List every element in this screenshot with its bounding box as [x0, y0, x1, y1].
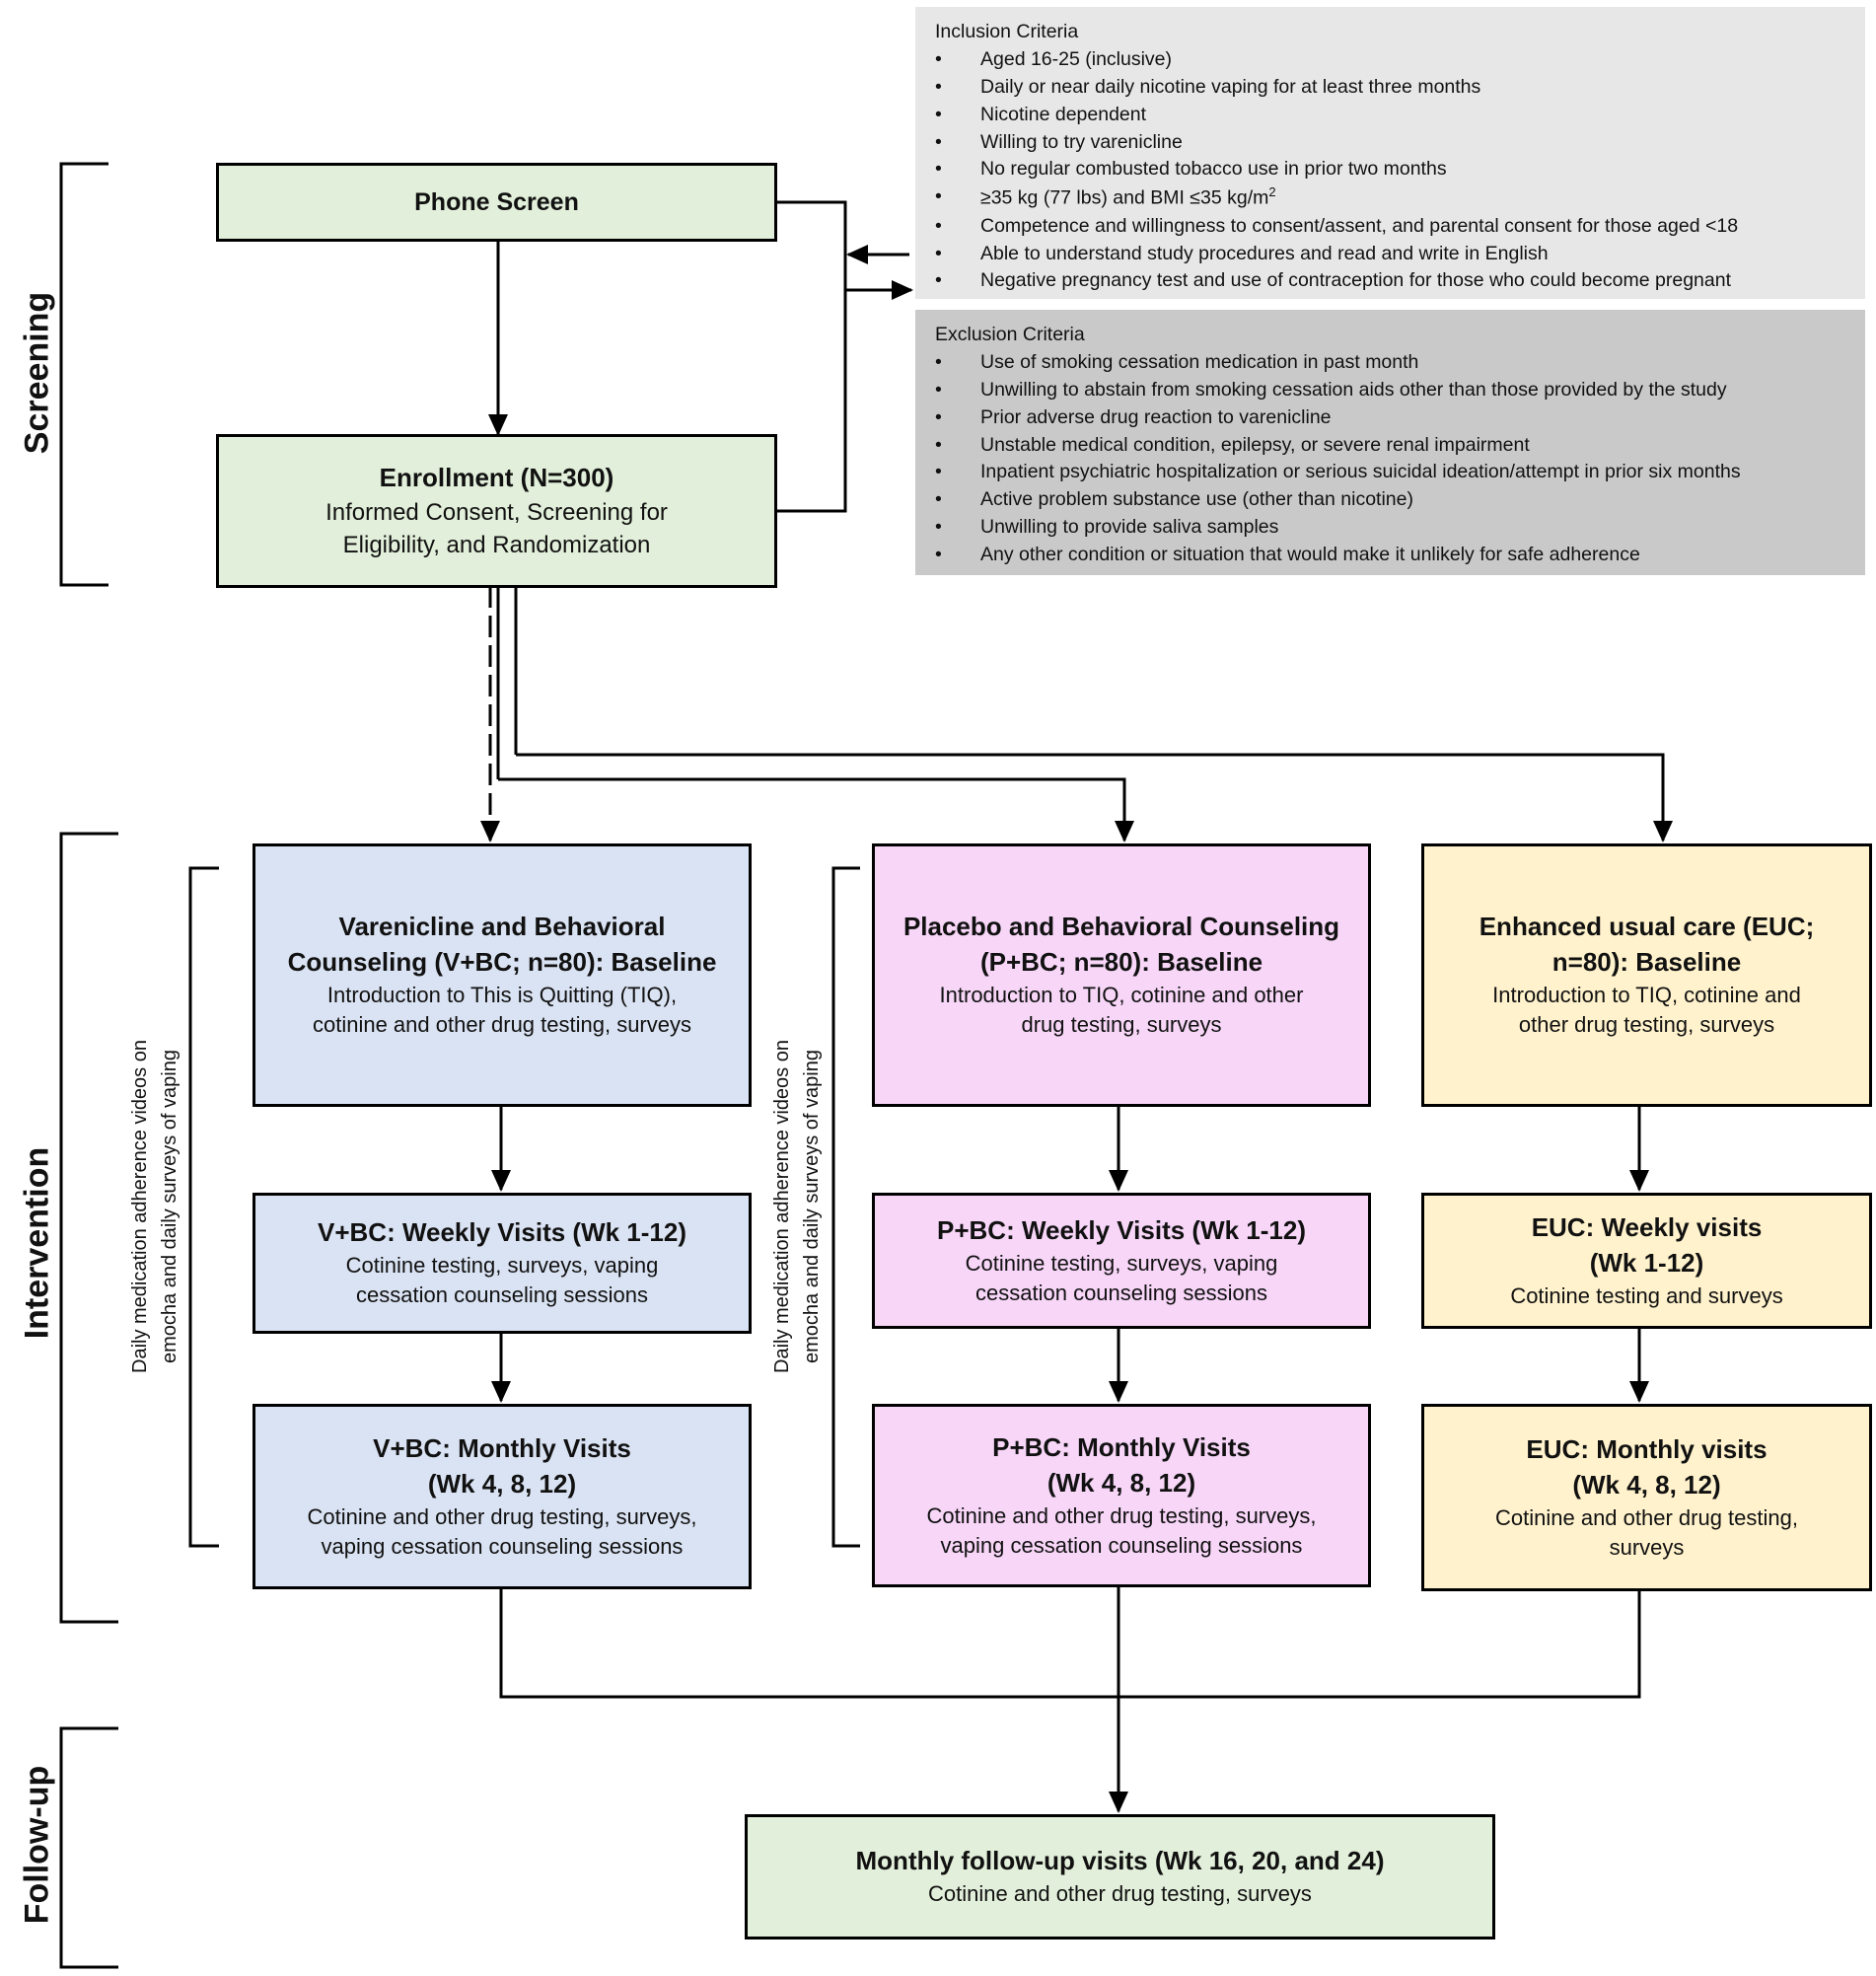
exclusion-item: Prior adverse drug reaction to varenicli…: [935, 404, 1847, 432]
enrollment-box: Enrollment (N=300) Informed Consent, Scr…: [216, 434, 777, 588]
exclusion-item: Unwilling to abstain from smoking cessat…: [935, 377, 1847, 404]
exclusion-criteria-list: Use of smoking cessation medication in p…: [935, 349, 1847, 569]
inclusion-item: Able to understand study procedures and …: [935, 241, 1847, 268]
v-arm-adherence-note: Daily medication adherence videos on emo…: [129, 1040, 180, 1373]
arrow-enroll-to-e: [516, 753, 1673, 842]
merge-line: [499, 1587, 1641, 1699]
inclusion-item: Aged 16-25 (inclusive): [935, 46, 1847, 74]
inclusion-item: No regular combusted tobacco use in prio…: [935, 156, 1847, 183]
followup-title: Monthly follow-up visits (Wk 16, 20, and…: [855, 1846, 1385, 1876]
phase-label-intervention: Intervention: [18, 1146, 56, 1340]
phone-screen-title: Phone Screen: [414, 187, 579, 216]
followup-bracket: [59, 1726, 118, 1969]
exclusion-item: Use of smoking cessation medication in p…: [935, 349, 1847, 377]
followup-box: Monthly follow-up visits (Wk 16, 20, and…: [745, 1814, 1495, 1939]
euc-arm-monthly-box: EUC: Monthly visits (Wk 4, 8, 12) Cotini…: [1421, 1404, 1872, 1591]
inclusion-item: Competence and willingness to consent/as…: [935, 213, 1847, 241]
criteria-loop-line: [777, 200, 847, 513]
exclusion-item: Unstable medical condition, epilepsy, or…: [935, 432, 1847, 460]
inclusion-item: ≥35 kg (77 lbs) and BMI ≤35 kg/m2: [935, 183, 1847, 212]
arrow-enroll-to-p: [498, 777, 1134, 842]
p-arm-side-bracket: [831, 866, 860, 1548]
euc-arm-weekly-box: EUC: Weekly visits (Wk 1-12) Cotinine te…: [1421, 1193, 1872, 1329]
euc-arm-baseline-box: Enhanced usual care (EUC; n=80): Baselin…: [1421, 843, 1872, 1107]
inclusion-criteria-panel: Inclusion Criteria Aged 16-25 (inclusive…: [915, 7, 1865, 299]
inclusion-item: Negative pregnancy test and use of contr…: [935, 267, 1847, 295]
exclusion-item: Unwilling to provide saliva samples: [935, 514, 1847, 542]
screening-bracket: [59, 162, 108, 587]
inclusion-criteria-list: Aged 16-25 (inclusive) Daily or near dai…: [935, 46, 1847, 295]
inclusion-item: Nicotine dependent: [935, 102, 1847, 129]
enrollment-title: Enrollment (N=300): [379, 462, 614, 492]
phone-screen-box: Phone Screen: [216, 163, 777, 242]
intervention-bracket: [59, 832, 118, 1624]
exclusion-item: Any other condition or situation that wo…: [935, 542, 1847, 569]
inclusion-item: Daily or near daily nicotine vaping for …: [935, 74, 1847, 102]
v-arm-monthly-box: V+BC: Monthly Visits (Wk 4, 8, 12) Cotin…: [253, 1404, 752, 1589]
v-arm-side-bracket: [188, 866, 219, 1548]
p-arm-baseline-box: Placebo and Behavioral Counseling (P+BC;…: [872, 843, 1371, 1107]
exclusion-item: Inpatient psychiatric hospitalization or…: [935, 459, 1847, 486]
p-arm-adherence-note: Daily medication adherence videos on emo…: [771, 1040, 823, 1373]
v-arm-weekly-box: V+BC: Weekly Visits (Wk 1-12) Cotinine t…: [253, 1193, 752, 1334]
v-arm-baseline-box: Varenicline and Behavioral Counseling (V…: [253, 843, 752, 1107]
p-arm-monthly-box: P+BC: Monthly Visits (Wk 4, 8, 12) Cotin…: [872, 1404, 1371, 1587]
exclusion-criteria-panel: Exclusion Criteria Use of smoking cessat…: [915, 310, 1865, 575]
phase-label-screening: Screening: [18, 291, 56, 455]
phase-label-followup: Follow-up: [18, 1765, 56, 1925]
exclusion-item: Active problem substance use (other than…: [935, 486, 1847, 514]
p-arm-weekly-box: P+BC: Weekly Visits (Wk 1-12) Cotinine t…: [872, 1193, 1371, 1329]
inclusion-criteria-title: Inclusion Criteria: [935, 21, 1079, 42]
exclusion-criteria-title: Exclusion Criteria: [935, 324, 1085, 345]
inclusion-item: Willing to try varenicline: [935, 129, 1847, 157]
